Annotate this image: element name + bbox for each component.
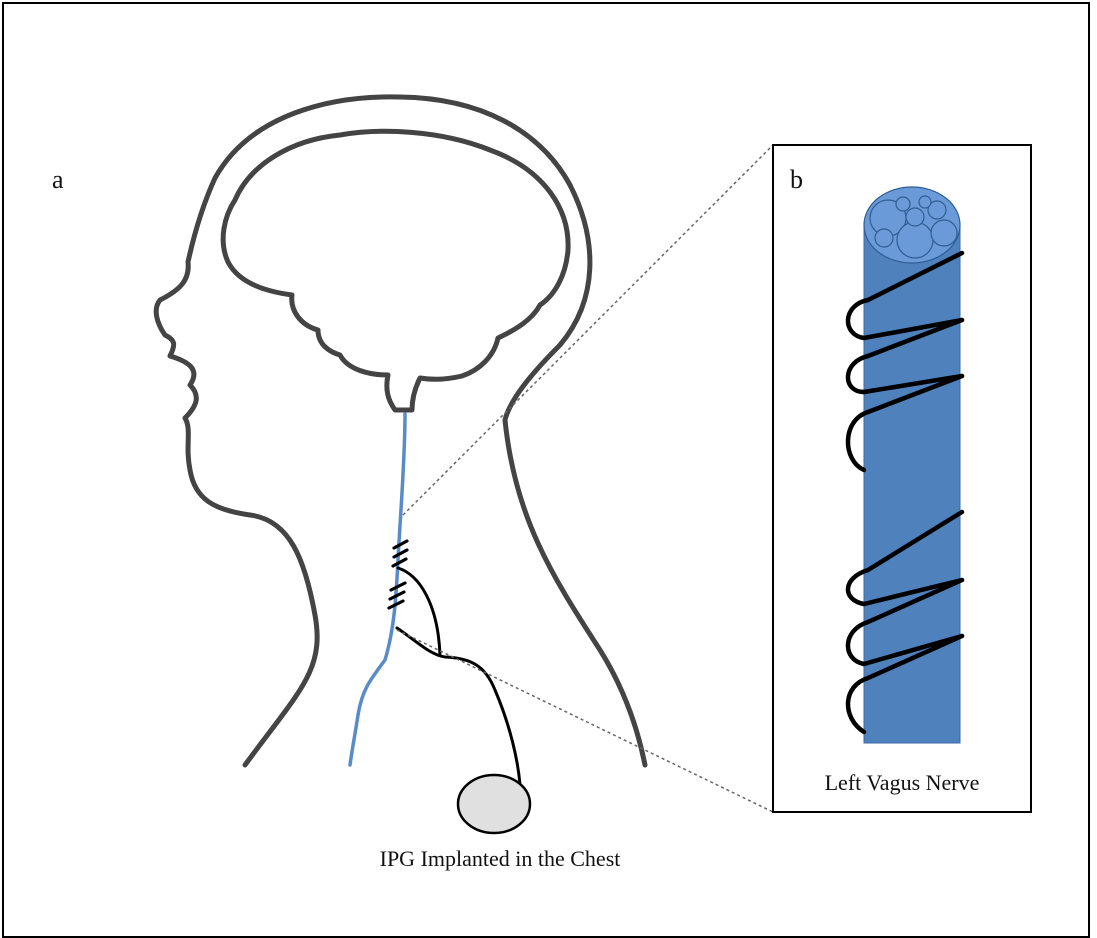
panel-b-label: b <box>790 165 803 194</box>
brain-outline-icon <box>223 131 568 410</box>
ipg-device-icon <box>458 775 530 833</box>
nerve-cylinder-icon <box>864 225 960 743</box>
head-outline-icon <box>156 97 645 765</box>
lead-wire-icon <box>397 568 520 785</box>
ipg-caption: IPG Implanted in the Chest <box>380 846 621 871</box>
nerve-caption: Left Vagus Nerve <box>825 770 980 795</box>
nerve-fascicles-icon <box>864 187 960 263</box>
zoom-lines-icon <box>397 145 773 812</box>
panel-a-label: a <box>52 165 64 194</box>
vagus-nerve-icon <box>350 414 405 765</box>
